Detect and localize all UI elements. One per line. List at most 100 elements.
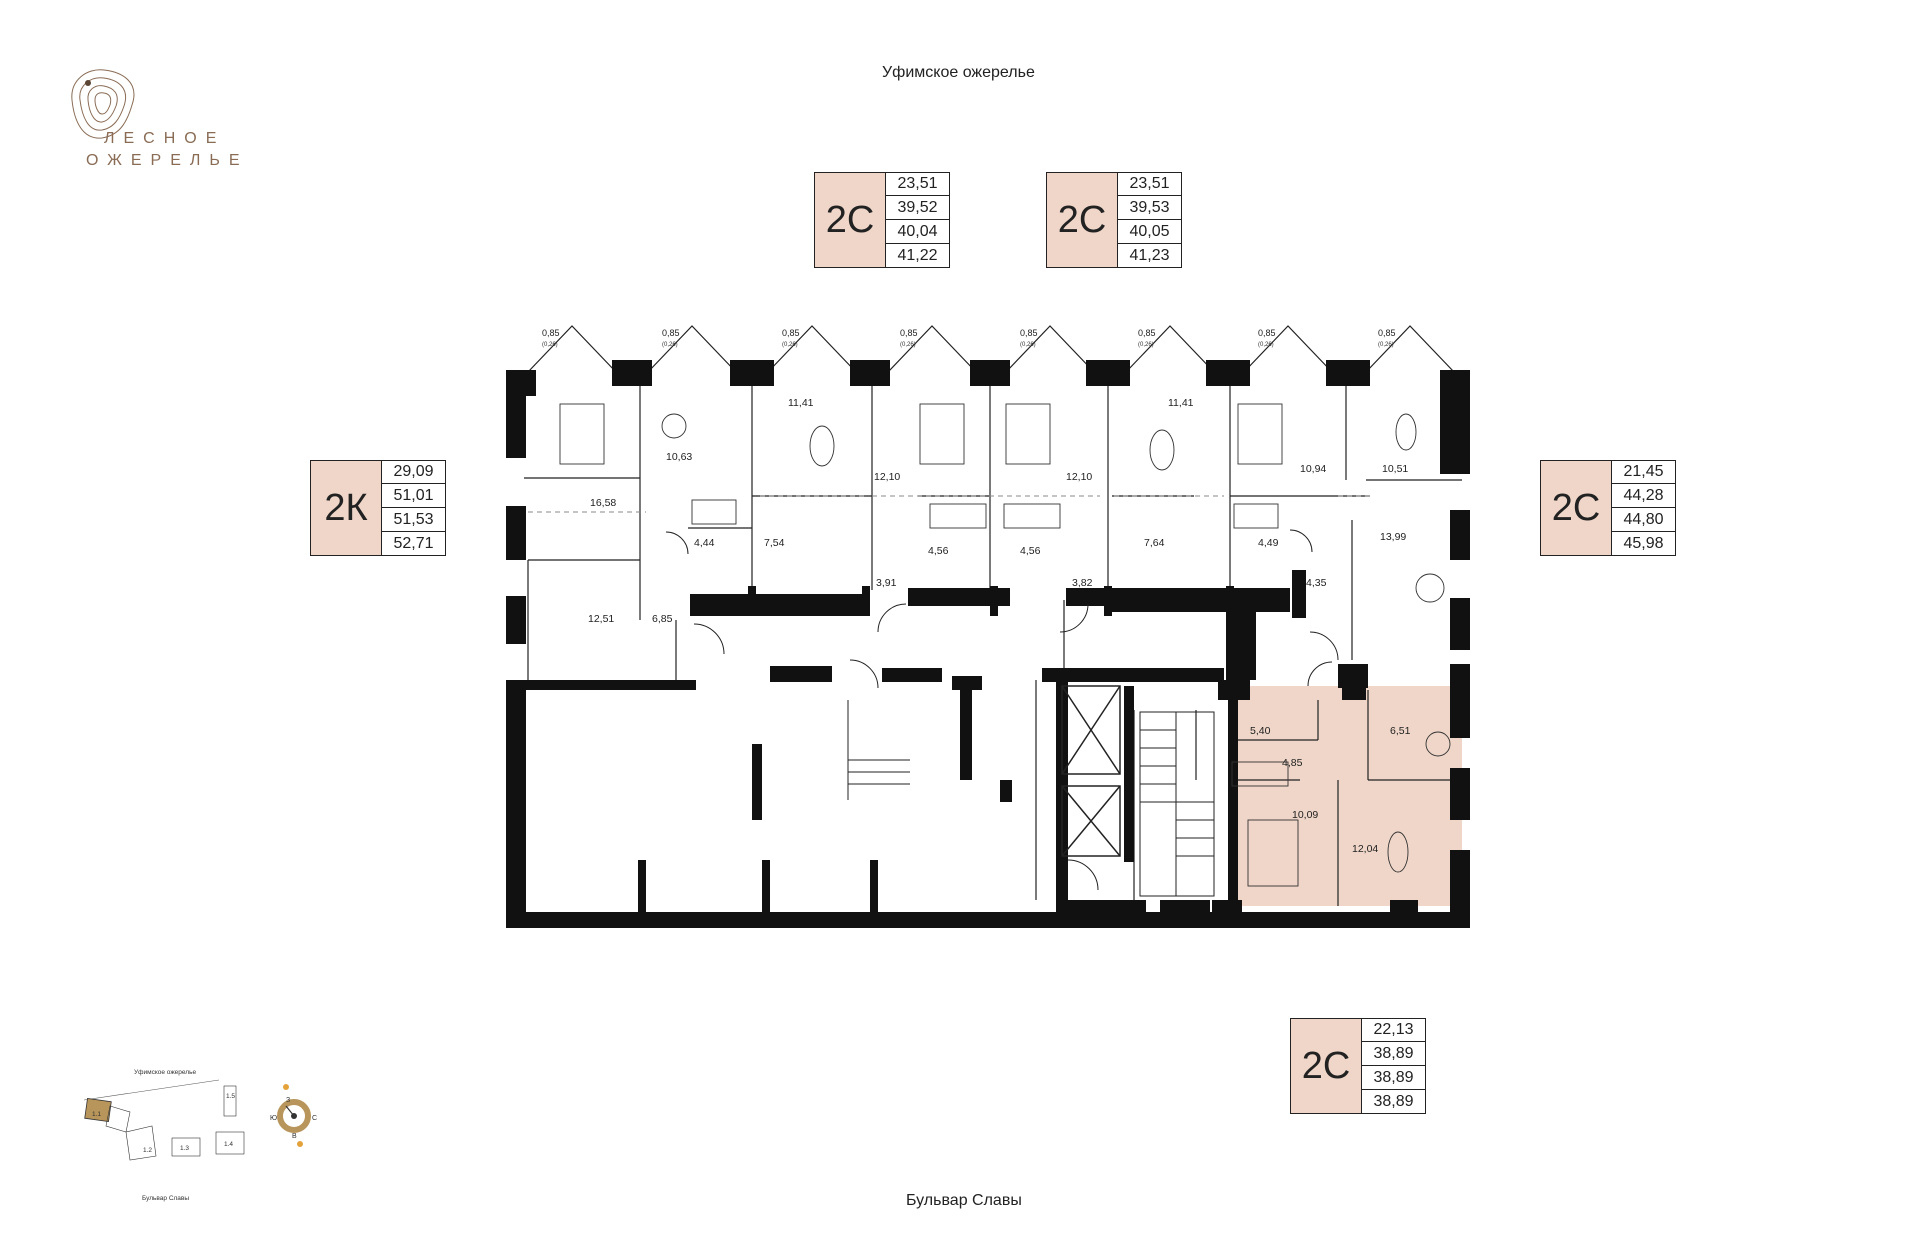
minimap-street-bottom: Бульвар Славы <box>142 1195 189 1202</box>
brand-name-line-1: ЛЕСНОЕ <box>104 130 226 147</box>
balcony-area-label: 0,85 <box>1378 328 1396 338</box>
furniture <box>559 403 1451 887</box>
door-swings <box>665 529 1339 891</box>
minimap-section-label: 1.4 <box>224 1141 233 1148</box>
contour-logo-icon <box>71 69 135 139</box>
balcony-sub-label: (0,26) <box>542 342 558 348</box>
area-value: 51,53 <box>382 508 446 532</box>
minimap-section-highlight <box>84 1097 112 1123</box>
minimap-section-label: 1.2 <box>143 1147 152 1154</box>
compass-west: З <box>286 1097 290 1104</box>
balconies <box>527 325 1455 373</box>
balcony-area-label: 0,85 <box>542 328 560 338</box>
site-minimap: Уфимское ожерелье 1.1 1.2 1.3 1.4 1.5 Бу… <box>83 1069 317 1202</box>
room-area: 12,51 <box>588 613 614 625</box>
room-area: 5,40 <box>1250 725 1271 737</box>
area-value: 51,01 <box>382 484 446 508</box>
balcony-sub-label: (0,26) <box>1020 342 1036 348</box>
area-value: 44,28 <box>1612 484 1676 508</box>
balcony-area-label: 0,85 <box>1258 328 1276 338</box>
minimap-section-label: 1.3 <box>180 1145 189 1152</box>
room-area: 12,10 <box>1066 471 1092 483</box>
apartment-type: 2С <box>1046 172 1118 268</box>
apartment-type: 2С <box>1290 1018 1362 1114</box>
minimap-street-top: Уфимское ожерелье <box>134 1069 196 1076</box>
area-value: 44,80 <box>1612 508 1676 532</box>
area-value: 45,98 <box>1612 532 1676 556</box>
room-area: 6,85 <box>652 613 673 625</box>
room-area: 12,10 <box>874 471 900 483</box>
area-value: 23,51 <box>1118 172 1182 196</box>
room-area: 11,41 <box>788 397 814 409</box>
elevator-shafts <box>1061 685 1121 857</box>
room-area: 4,44 <box>694 537 715 549</box>
apartment-type: 2С <box>814 172 886 268</box>
room-labels: 16,58 12,51 6,85 10,63 4,44 11,41 7,54 1… <box>588 397 1411 855</box>
area-value: 41,22 <box>886 244 950 268</box>
balcony-sub-label: (0,26) <box>1138 342 1154 348</box>
compass-south: Ю <box>270 1115 277 1122</box>
balcony-sub-label: (0,26) <box>900 342 916 348</box>
stairs <box>847 700 1215 897</box>
apartment-badge-top-left[interactable]: 2С 23,51 39,52 40,04 41,22 <box>814 172 950 268</box>
room-area: 16,58 <box>590 497 616 509</box>
balcony-area-label: 0,85 <box>662 328 680 338</box>
balcony-area-label: 0,85 <box>900 328 918 338</box>
area-value: 39,52 <box>886 196 950 220</box>
compass-east: В <box>292 1133 297 1140</box>
apartment-type: 2С <box>1540 460 1612 556</box>
room-area: 4,85 <box>1282 757 1303 769</box>
room-area: 10,63 <box>666 451 692 463</box>
balcony-area-label: 0,85 <box>1138 328 1156 338</box>
balcony-area-label: 0,85 <box>782 328 800 338</box>
apartment-badge-top-right[interactable]: 2С 23,51 39,53 40,05 41,23 <box>1046 172 1182 268</box>
area-value: 21,45 <box>1612 460 1676 484</box>
brand-name-line-2: ОЖЕРЕЛЬЕ <box>86 152 249 169</box>
area-value: 39,53 <box>1118 196 1182 220</box>
room-area: 6,51 <box>1390 725 1411 737</box>
area-value: 29,09 <box>382 460 446 484</box>
area-value: 40,04 <box>886 220 950 244</box>
room-area: 4,56 <box>928 545 949 557</box>
apartment-badge-left[interactable]: 2К 29,09 51,01 51,53 52,71 <box>310 460 446 556</box>
minimap-section-label: 1.1 <box>92 1111 101 1118</box>
brand-logo <box>62 60 152 155</box>
room-area: 3,91 <box>876 577 897 589</box>
room-area: 12,04 <box>1352 843 1378 855</box>
balcony-sub-label: (0,26) <box>1258 342 1274 348</box>
area-value: 23,51 <box>886 172 950 196</box>
room-area: 7,54 <box>764 537 785 549</box>
balcony-area-label: 0,85 <box>1020 328 1038 338</box>
area-value: 40,05 <box>1118 220 1182 244</box>
balcony-sub-label: (0,26) <box>782 342 798 348</box>
room-area: 4,56 <box>1020 545 1041 557</box>
area-value: 22,13 <box>1362 1018 1426 1042</box>
area-value: 52,71 <box>382 532 446 556</box>
room-area: 11,41 <box>1168 397 1194 409</box>
zone-lines <box>528 495 1370 513</box>
room-area: 13,99 <box>1380 531 1406 543</box>
street-bottom-label: Бульвар Славы <box>906 1192 1022 1209</box>
area-value: 38,89 <box>1362 1042 1426 1066</box>
room-area: 4,49 <box>1258 537 1279 549</box>
room-area: 10,51 <box>1382 463 1408 475</box>
room-area: 10,09 <box>1292 809 1318 821</box>
area-value: 41,23 <box>1118 244 1182 268</box>
street-top-label: Уфимское ожерелье <box>882 64 1035 81</box>
room-area: 10,94 <box>1300 463 1326 475</box>
highlighted-apartment[interactable] <box>1228 686 1462 906</box>
apartment-badge-bottom[interactable]: 2С 22,13 38,89 38,89 38,89 <box>1290 1018 1426 1114</box>
compass-north: С <box>312 1115 317 1122</box>
compass-icon: З С Ю В <box>270 1084 317 1147</box>
room-area: 4,35 <box>1306 577 1327 589</box>
room-area: 7,64 <box>1144 537 1165 549</box>
apartment-type: 2К <box>310 460 382 556</box>
apartment-badge-right[interactable]: 2С 21,45 44,28 44,80 45,98 <box>1540 460 1676 556</box>
minimap-section-label: 1.5 <box>226 1093 235 1100</box>
balcony-labels: 0,85 (0,26) 0,85 (0,26) 0,85 (0,26) 0,85… <box>542 328 1396 348</box>
area-value: 38,89 <box>1362 1066 1426 1090</box>
balcony-sub-label: (0,26) <box>662 342 678 348</box>
area-value: 38,89 <box>1362 1090 1426 1114</box>
room-area: 3,82 <box>1072 577 1093 589</box>
